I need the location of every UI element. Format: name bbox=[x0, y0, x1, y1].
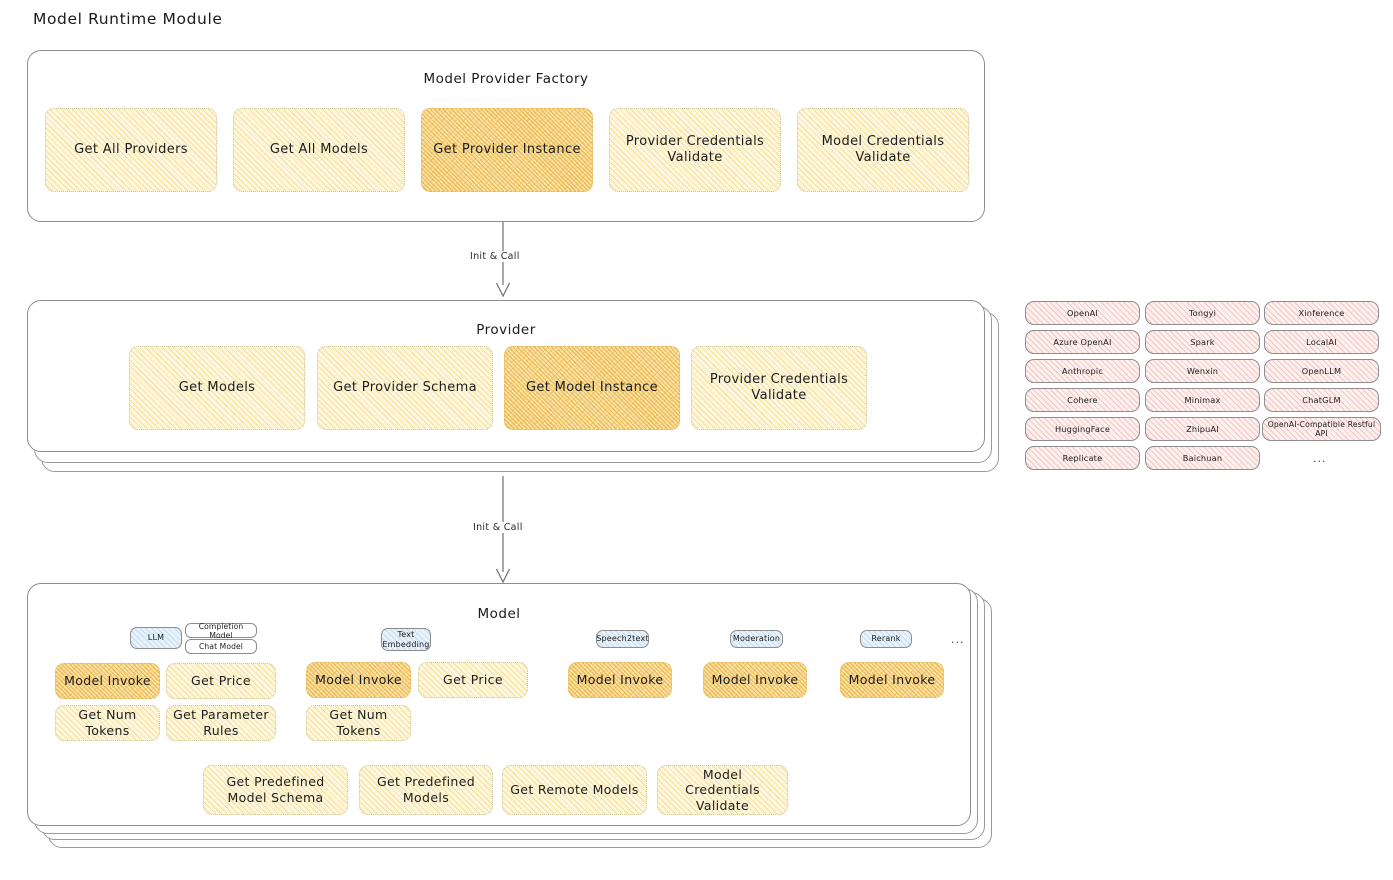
model-type-chip-rerank[interactable]: Rerank bbox=[860, 630, 912, 648]
provider-list-more-ellipsis: ... bbox=[1313, 452, 1327, 465]
provider-chip-huggingface[interactable]: HuggingFace bbox=[1025, 417, 1140, 441]
provider-chip-openllm[interactable]: OpenLLM bbox=[1264, 359, 1379, 383]
model-types-more-ellipsis: ... bbox=[951, 633, 965, 646]
model-type-chip-llm[interactable]: LLM bbox=[130, 627, 182, 649]
llm-method-get-parameter-rules[interactable]: Get Parameter Rules bbox=[166, 705, 276, 741]
model-type-chip-speech2text[interactable]: Speech2text bbox=[596, 630, 649, 648]
provider-chip-cohere[interactable]: Cohere bbox=[1025, 388, 1140, 412]
arrow-label-init-call-2: Init & Call bbox=[469, 522, 527, 533]
panel-model[interactable]: Model bbox=[27, 583, 971, 826]
provider-chip-zhipuai[interactable]: ZhipuAI bbox=[1145, 417, 1260, 441]
provider-chip-chatglm[interactable]: ChatGLM bbox=[1264, 388, 1379, 412]
factory-method-get-all-providers[interactable]: Get All Providers bbox=[45, 108, 217, 192]
provider-chip-openai-compatible-restful-api[interactable]: OpenAI-Compatible Restful API bbox=[1262, 417, 1381, 441]
factory-method-get-provider-instance[interactable]: Get Provider Instance bbox=[421, 108, 593, 192]
moderation-method-model-invoke[interactable]: Model Invoke bbox=[703, 662, 807, 698]
provider-method-get-model-instance[interactable]: Get Model Instance bbox=[504, 346, 680, 430]
provider-chip-spark[interactable]: Spark bbox=[1145, 330, 1260, 354]
rerank-method-model-invoke[interactable]: Model Invoke bbox=[840, 662, 944, 698]
factory-method-provider-credentials-validate[interactable]: Provider Credentials Validate bbox=[609, 108, 781, 192]
llm-method-get-price[interactable]: Get Price bbox=[166, 663, 276, 699]
factory-method-get-all-models[interactable]: Get All Models bbox=[233, 108, 405, 192]
provider-method-provider-credentials-validate[interactable]: Provider Credentials Validate bbox=[691, 346, 867, 430]
model-shared-method-get-predefined-model-schema[interactable]: Get Predefined Model Schema bbox=[203, 765, 348, 815]
speech2text-method-model-invoke[interactable]: Model Invoke bbox=[568, 662, 672, 698]
model-shared-method-get-predefined-models[interactable]: Get Predefined Models bbox=[359, 765, 493, 815]
model-subtype-chip-chat-model[interactable]: Chat Model bbox=[185, 639, 257, 654]
provider-method-get-models[interactable]: Get Models bbox=[129, 346, 305, 430]
factory-title: Model Provider Factory bbox=[423, 71, 589, 87]
provider-chip-baichuan[interactable]: Baichuan bbox=[1145, 446, 1260, 470]
text-embedding-method-get-num-tokens[interactable]: Get Num Tokens bbox=[306, 705, 411, 741]
model-title: Model bbox=[477, 606, 521, 622]
factory-method-model-credentials-validate[interactable]: Model Credentials Validate bbox=[797, 108, 969, 192]
provider-chip-xinference[interactable]: Xinference bbox=[1264, 301, 1379, 325]
llm-method-model-invoke[interactable]: Model Invoke bbox=[55, 663, 160, 699]
provider-chip-localai[interactable]: LocalAI bbox=[1264, 330, 1379, 354]
model-subtype-chip-completion-model[interactable]: Completion Model bbox=[185, 622, 257, 640]
page-title: Model Runtime Module bbox=[33, 10, 223, 28]
provider-method-get-provider-schema[interactable]: Get Provider Schema bbox=[317, 346, 493, 430]
text-embedding-method-get-price[interactable]: Get Price bbox=[418, 662, 528, 698]
provider-title: Provider bbox=[476, 322, 536, 338]
model-type-chip-moderation[interactable]: Moderation bbox=[730, 630, 783, 648]
arrow-label-init-call-1: Init & Call bbox=[466, 251, 524, 262]
provider-chip-anthropic[interactable]: Anthropic bbox=[1025, 359, 1140, 383]
model-type-chip-text-embedding[interactable]: Text Embedding bbox=[381, 628, 431, 651]
provider-chip-azure-openai[interactable]: Azure OpenAI bbox=[1025, 330, 1140, 354]
text-embedding-method-model-invoke[interactable]: Model Invoke bbox=[306, 662, 411, 698]
llm-method-get-num-tokens[interactable]: Get Num Tokens bbox=[55, 705, 160, 741]
provider-chip-tongyi[interactable]: Tongyi bbox=[1145, 301, 1260, 325]
provider-chip-openai[interactable]: OpenAI bbox=[1025, 301, 1140, 325]
model-shared-method-get-remote-models[interactable]: Get Remote Models bbox=[502, 765, 647, 815]
provider-chip-replicate[interactable]: Replicate bbox=[1025, 446, 1140, 470]
provider-chip-wenxin[interactable]: Wenxin bbox=[1145, 359, 1260, 383]
provider-chip-minimax[interactable]: Minimax bbox=[1145, 388, 1260, 412]
model-shared-method-model-credentials-validate[interactable]: Model Credentials Validate bbox=[657, 765, 788, 815]
